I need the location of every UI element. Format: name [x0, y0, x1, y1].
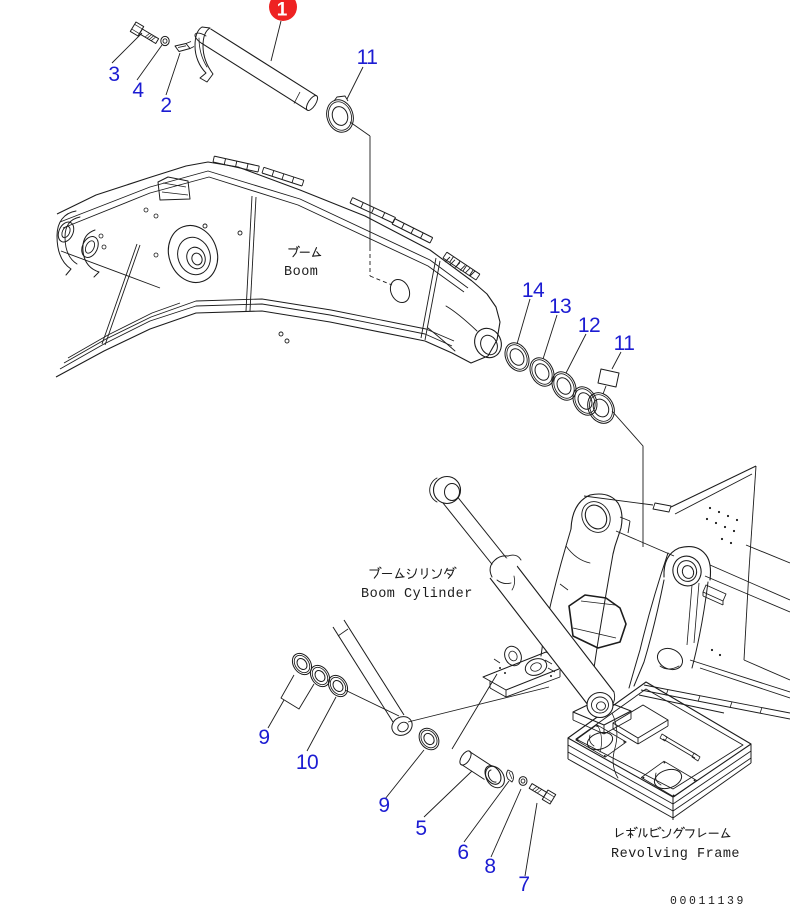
svg-text:5: 5: [415, 817, 426, 840]
svg-text:7: 7: [518, 873, 529, 896]
svg-text:10: 10: [296, 751, 318, 774]
svg-text:8: 8: [484, 855, 495, 878]
svg-text:9: 9: [258, 726, 269, 749]
svg-text:12: 12: [578, 314, 600, 337]
svg-text:Boom: Boom: [284, 265, 318, 280]
svg-text:11: 11: [614, 332, 635, 355]
svg-text:1: 1: [277, 0, 288, 21]
svg-text:13: 13: [549, 295, 571, 318]
svg-text:9: 9: [378, 794, 389, 817]
svg-text:4: 4: [132, 79, 144, 102]
svg-text:11: 11: [357, 46, 378, 69]
svg-text:00011139: 00011139: [670, 895, 746, 906]
svg-text:6: 6: [457, 841, 468, 864]
svg-text:Boom Cylinder: Boom Cylinder: [361, 587, 473, 602]
svg-text:Revolving Frame: Revolving Frame: [611, 847, 740, 862]
svg-text:2: 2: [160, 94, 171, 117]
svg-text:14: 14: [522, 279, 545, 302]
svg-text:3: 3: [108, 63, 119, 86]
